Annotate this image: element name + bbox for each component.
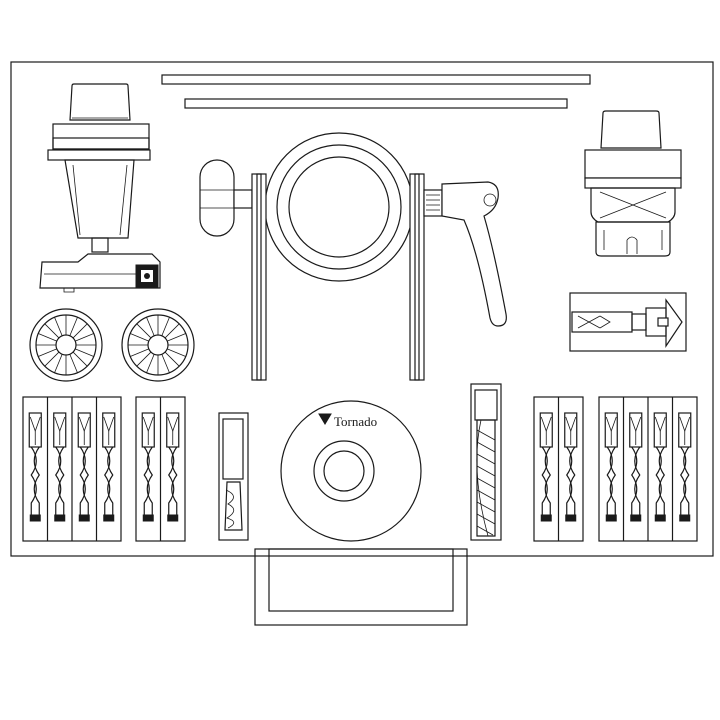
bit-group-left-group-b <box>135 396 186 542</box>
drill-bit <box>28 412 42 522</box>
case-handle[interactable] <box>254 548 468 626</box>
bit-group-right-group-b <box>598 396 698 542</box>
drill-bit <box>46 397 67 541</box>
drill-bit <box>671 397 692 541</box>
triangle-icon <box>318 413 332 425</box>
long-cutter <box>470 383 502 541</box>
disc-gauge-right <box>121 308 195 382</box>
drill-bit <box>557 397 578 541</box>
drill-bit <box>647 397 667 541</box>
bit-group-left-group-a <box>22 396 122 542</box>
brand-disc: Tornado <box>280 400 422 542</box>
guide-rail-lower <box>184 98 568 109</box>
drill-bit <box>71 397 91 541</box>
brand-name: Tornado <box>334 414 377 429</box>
tool-holder-left <box>39 83 161 293</box>
insert-holder <box>569 292 687 352</box>
case-outline <box>10 61 714 557</box>
drill-bit <box>604 412 618 522</box>
disc-gauge-left <box>29 308 103 382</box>
tool-fixture <box>199 132 507 381</box>
guide-rail-upper <box>161 74 591 85</box>
drill-bit <box>141 412 155 522</box>
drill-bit <box>539 412 553 522</box>
drill-bit <box>159 397 180 541</box>
drill-bit <box>622 397 643 541</box>
tool-holder-right <box>584 110 682 257</box>
router-bit-small <box>218 412 249 541</box>
drill-bit <box>95 397 116 541</box>
drill-bit-groups <box>22 396 698 542</box>
bit-group-right-group-a <box>533 396 584 542</box>
